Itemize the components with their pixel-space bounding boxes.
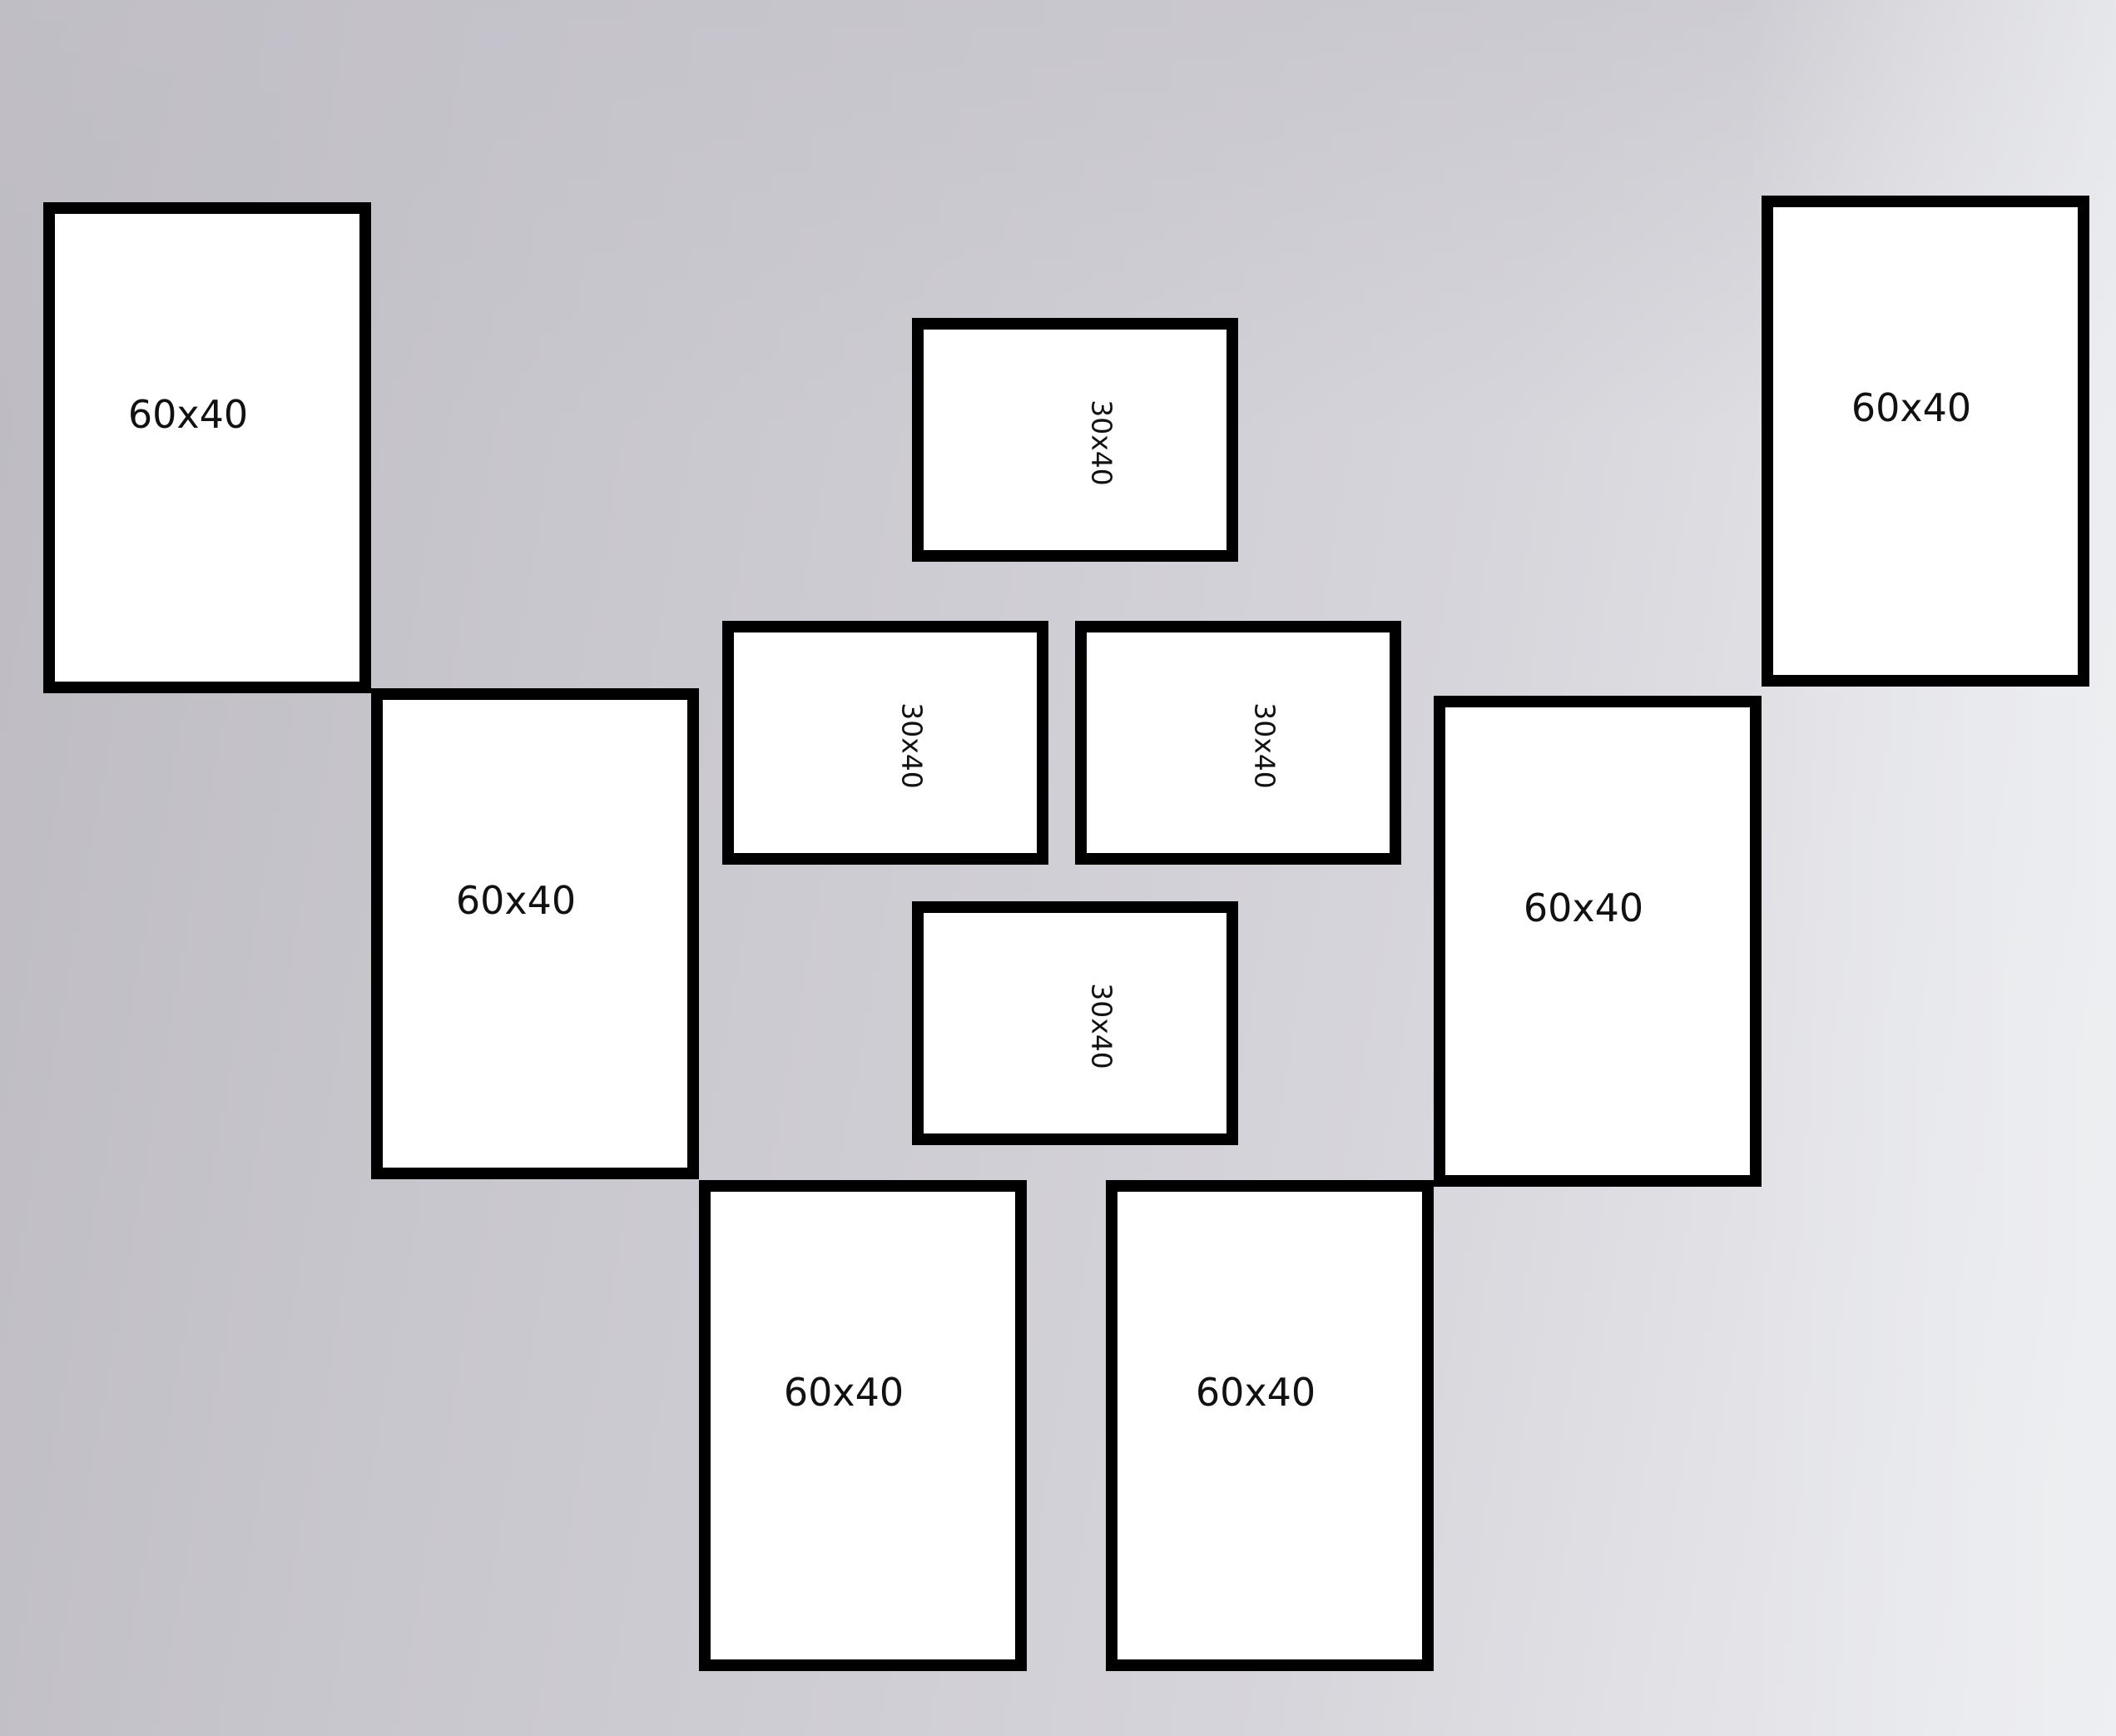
frame-label: 60x40	[455, 878, 577, 923]
frame-portrait-mid-left[interactable]: 60x40	[371, 688, 699, 1179]
frame-portrait-top-right[interactable]: 60x40	[1762, 196, 2089, 687]
frame-landscape-bottom[interactable]: 30x40	[912, 901, 1238, 1145]
frame-label: 60x40	[127, 392, 249, 437]
frame-landscape-mid-left[interactable]: 30x40	[722, 621, 1048, 865]
frame-label: 30x40	[1248, 702, 1281, 789]
frame-label: 30x40	[1085, 983, 1118, 1069]
frame-label: 60x40	[1195, 1370, 1316, 1415]
frame-label: 60x40	[1851, 385, 1972, 430]
frame-portrait-bottom-right[interactable]: 60x40	[1106, 1180, 1434, 1671]
frame-portrait-top-left[interactable]: 60x40	[43, 202, 371, 693]
frame-label: 30x40	[895, 702, 929, 789]
frame-label: 60x40	[1523, 885, 1644, 930]
frame-label: 60x40	[783, 1370, 904, 1415]
frame-portrait-bottom-left[interactable]: 60x40	[699, 1180, 1027, 1671]
frame-label: 30x40	[1085, 399, 1118, 486]
frame-landscape-mid-right[interactable]: 30x40	[1075, 621, 1401, 865]
frame-landscape-top[interactable]: 30x40	[912, 318, 1238, 562]
frame-portrait-mid-right[interactable]: 60x40	[1434, 696, 1762, 1187]
